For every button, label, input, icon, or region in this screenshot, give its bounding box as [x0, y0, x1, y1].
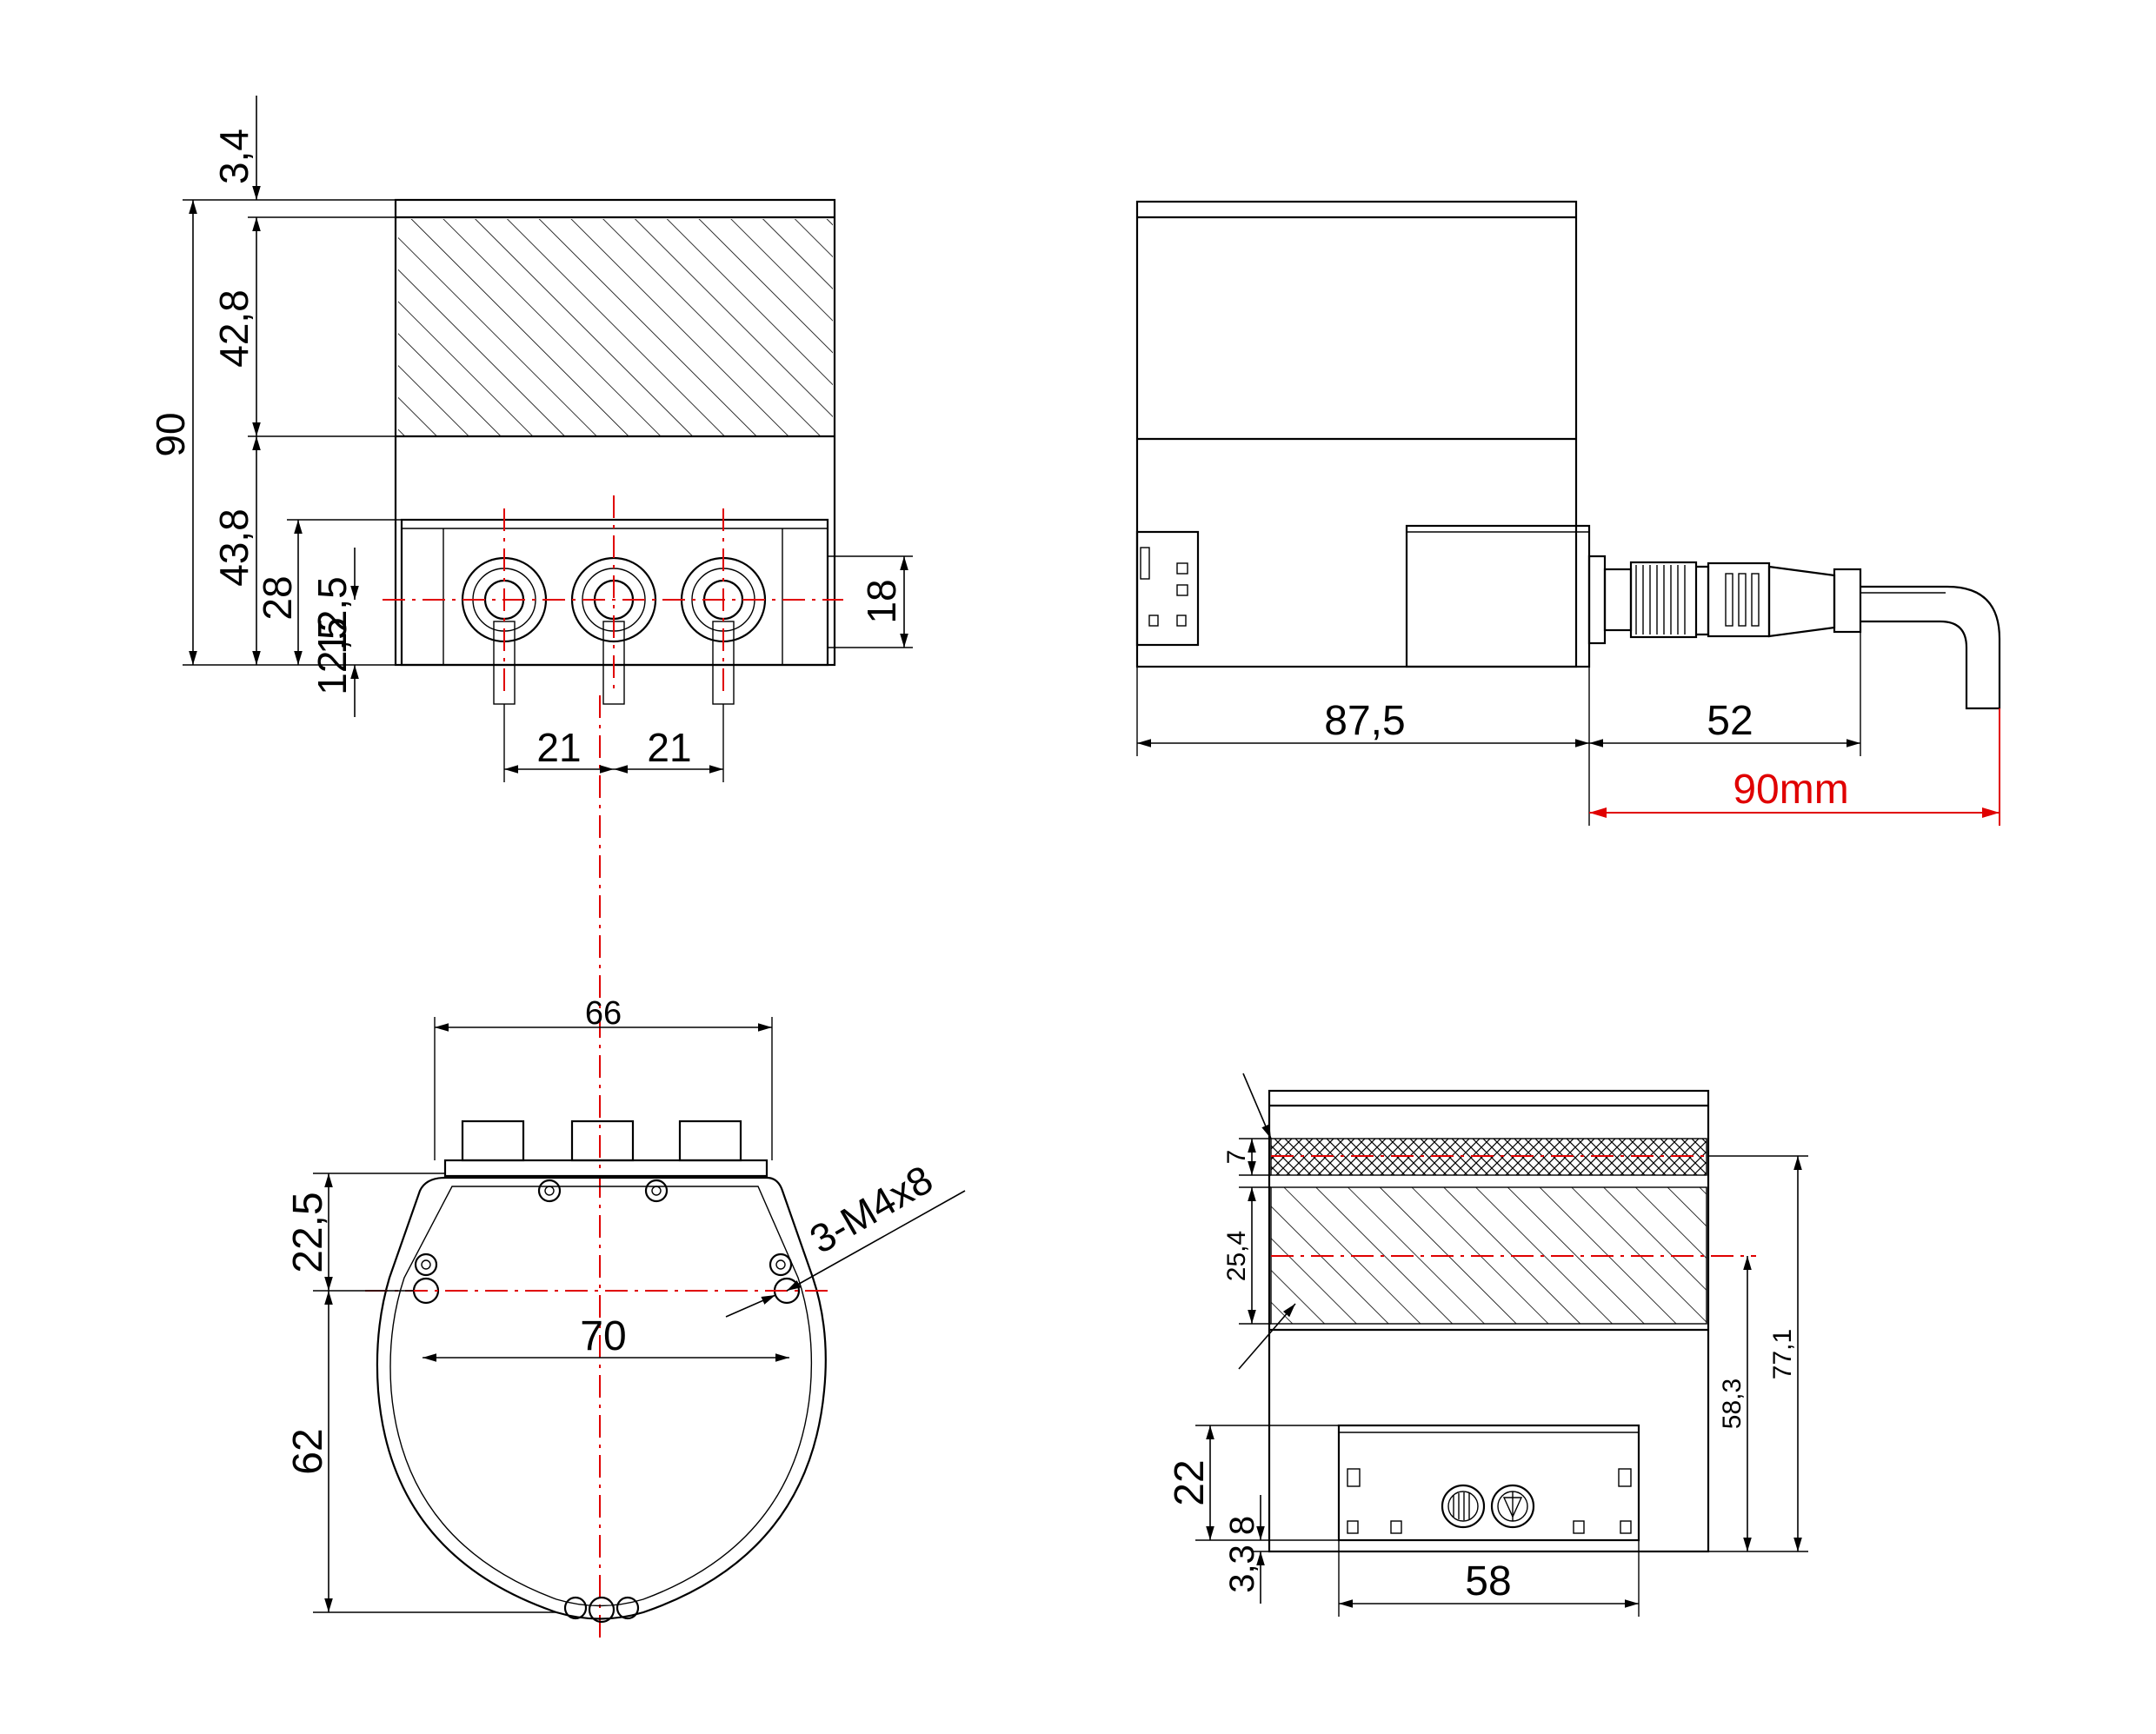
screw-top-left: [537, 1179, 562, 1203]
dim-12-5-a: 12,5: [309, 576, 355, 654]
side-view: 87,5 52 90mm: [1135, 200, 2001, 826]
dim-28: 28: [255, 575, 300, 620]
dim-62: 62: [285, 1428, 331, 1474]
dim-3-3: 3,3: [1223, 1545, 1261, 1593]
front-hatched-section: [398, 219, 833, 436]
dim-3-4: 3,4: [211, 129, 256, 184]
ground-symbol-icon: [1490, 1484, 1535, 1529]
dim-87-5: 87,5: [1324, 698, 1405, 744]
dim-18: 18: [859, 579, 904, 623]
dim-22: 22: [1167, 1459, 1213, 1505]
front-view: 3,4 42,8 90 43,8 28 12,5 12,5 18 21 21: [148, 96, 913, 1638]
dim-58-3: 58,3: [1718, 1379, 1747, 1429]
bottom-body-outline: [376, 1176, 827, 1620]
dim-25-4: 25,4: [1222, 1231, 1251, 1281]
dim-12-5-b: 12,5: [309, 617, 355, 695]
dim-52: 52: [1707, 698, 1753, 744]
dim-21-a: 21: [536, 725, 581, 770]
dim-8: 8: [1223, 1516, 1261, 1535]
dim-7: 7: [1222, 1150, 1251, 1165]
dim-90mm: 90mm: [1733, 767, 1848, 813]
screw-top-right: [644, 1179, 669, 1203]
dim-77-1: 77,1: [1768, 1329, 1797, 1379]
side-connector-housing: [1405, 524, 1591, 668]
dim-66: 66: [585, 995, 622, 1032]
led-indicator-icon: [1441, 1484, 1486, 1529]
rear-view: 7 25,4 77,1 58,3 22 8 3,3 58: [1167, 1073, 1808, 1617]
side-pcb-tab: [1135, 530, 1200, 647]
screw-left: [412, 1252, 440, 1305]
m12-cable-connector: [1587, 555, 2001, 710]
dim-58: 58: [1465, 1558, 1511, 1604]
dim-42-8: 42,8: [211, 289, 256, 368]
dim-21-b: 21: [647, 725, 691, 770]
dim-70: 70: [580, 1313, 626, 1359]
bottom-view: 66 70 22,5 62 3-M4x8: [285, 995, 966, 1624]
dim-22-5: 22,5: [285, 1192, 331, 1272]
screw-bottom: [563, 1596, 640, 1624]
rear-body-outline: [1268, 1089, 1710, 1553]
side-body-outline: [1135, 200, 1578, 668]
note-m4-screws: 3-M4x8: [802, 1156, 941, 1262]
dim-43-8: 43,8: [211, 508, 256, 587]
dim-90: 90: [148, 412, 193, 456]
rear-connector-panel: [1337, 1424, 1640, 1542]
